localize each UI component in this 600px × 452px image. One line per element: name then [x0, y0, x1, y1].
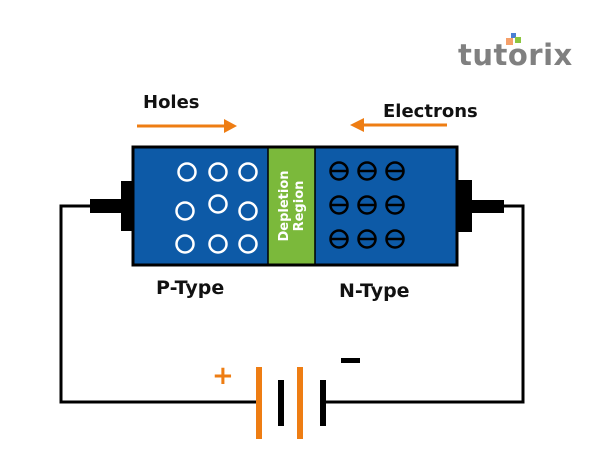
hole-icon: [208, 162, 228, 182]
electron-icon: [385, 161, 405, 181]
p-type-label: P-Type: [156, 277, 224, 299]
hole-icon: [238, 201, 258, 221]
electron-icon: [357, 195, 377, 215]
battery-negative-sign: [341, 358, 360, 363]
logo-dot-orange: [506, 38, 513, 45]
holes-label: Holes: [143, 92, 200, 113]
electron-icon: [357, 229, 377, 249]
electron-icon: [329, 161, 349, 181]
logo-dot-blue: [511, 33, 516, 38]
electrons-arrow: [350, 118, 447, 132]
depletion-label-line1: Depletion: [277, 170, 292, 241]
hole-icon: [238, 162, 258, 182]
depletion-label-line2: Region: [292, 181, 307, 232]
battery-positive-sign: +: [212, 361, 234, 391]
battery-plate-short-2: [320, 380, 326, 426]
circuit-wire: [59, 204, 525, 404]
holes-group: [175, 162, 258, 254]
electron-icon: [357, 161, 377, 181]
right-terminal: [457, 180, 504, 232]
logo-dot-green: [515, 37, 521, 43]
hole-icon: [175, 234, 195, 254]
battery-plate-long-2: [297, 367, 303, 439]
electron-icon: [329, 229, 349, 249]
depletion-label: Depletion Region: [277, 170, 307, 241]
battery: [256, 367, 326, 439]
hole-icon: [175, 201, 195, 221]
hole-icon: [177, 162, 197, 182]
electron-icon: [385, 229, 405, 249]
depletion-region: [268, 147, 315, 265]
left-terminal: [90, 181, 134, 231]
electron-icon: [385, 195, 405, 215]
diode-body: [131, 145, 459, 267]
hole-icon: [208, 234, 228, 254]
holes-arrow: [137, 119, 237, 133]
hole-icon: [208, 194, 228, 214]
electrons-label: Electrons: [383, 101, 478, 122]
electron-icon: [329, 195, 349, 215]
logo-text: tutorix: [458, 38, 573, 72]
battery-plate-short-1: [278, 380, 284, 426]
p-type-region: [133, 147, 268, 265]
tutorix-logo: tutorix: [458, 33, 573, 72]
n-type-label: N-Type: [339, 280, 410, 302]
battery-plate-long-1: [256, 367, 262, 439]
electrons-group: [329, 161, 405, 249]
hole-icon: [238, 234, 258, 254]
